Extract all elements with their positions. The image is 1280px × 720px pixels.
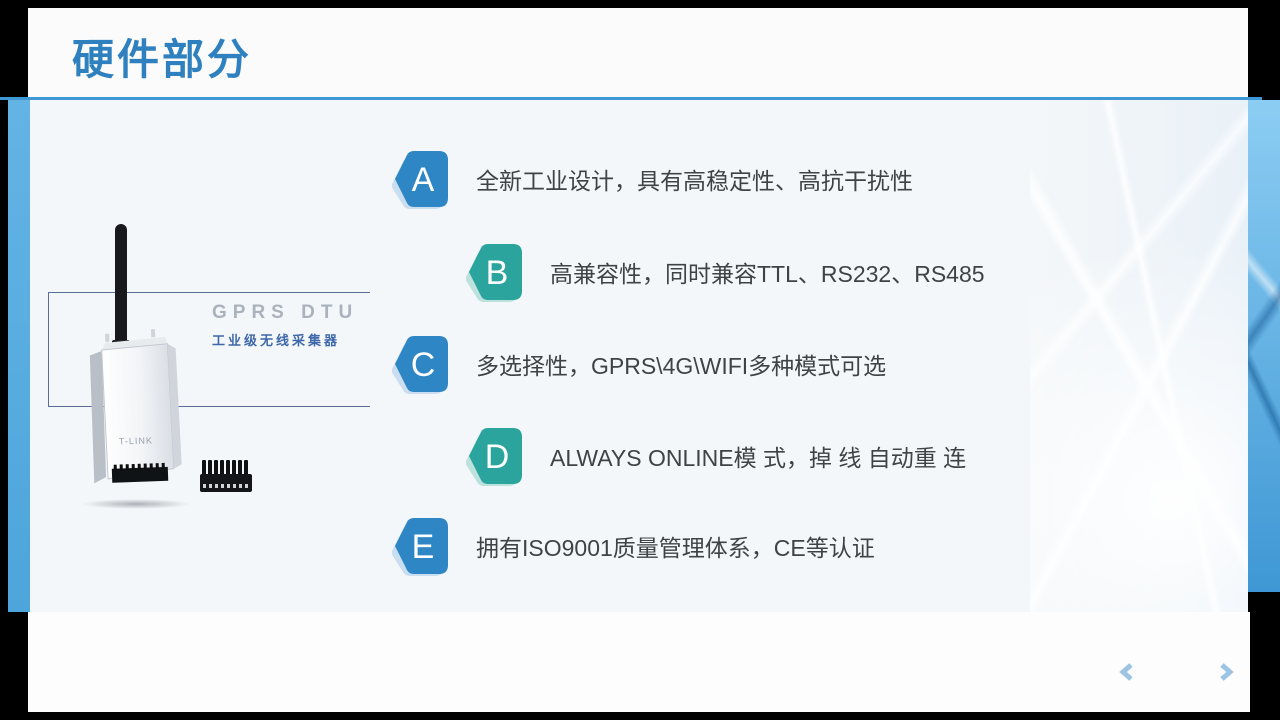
- feature-item-b: B 高兼容性，同时兼容TTL、RS232、RS485: [466, 241, 985, 303]
- feature-item-a: A 全新工业设计，具有高稳定性、高抗干扰性: [392, 148, 913, 210]
- device-brand-label: T-LINK: [119, 435, 153, 446]
- footer-band: [28, 612, 1250, 712]
- feature-item-e: E 拥有ISO9001质量管理体系，CE等认证: [392, 515, 875, 577]
- device-body: T-LINK: [89, 329, 182, 484]
- device-figure: GPRS DTU 工业级无线采集器: [48, 210, 388, 520]
- feature-item-c: C 多选择性，GPRS\4G\WIFI多种模式可选: [392, 333, 886, 395]
- device-shadow: [81, 499, 191, 509]
- terminal-block-icon: [200, 460, 252, 492]
- left-accent-strip: [8, 100, 30, 612]
- badge-c-icon: C: [392, 336, 448, 394]
- feature-text: 高兼容性，同时兼容TTL、RS232、RS485: [550, 261, 985, 287]
- badge-d-icon: D: [466, 428, 522, 486]
- badge-letter: C: [411, 346, 436, 384]
- device-callout-frame: [48, 292, 370, 407]
- prev-slide-arrow-icon[interactable]: [1117, 662, 1139, 682]
- badge-letter: E: [412, 528, 435, 566]
- badge-b-icon: B: [466, 244, 522, 302]
- header-divider: [0, 97, 1262, 100]
- device-name-label: GPRS DTU: [212, 302, 359, 323]
- globe-network-graphic: [1030, 100, 1248, 612]
- badge-a-icon: A: [392, 151, 448, 209]
- feature-item-d: D ALWAYS ONLINE模 式，掉 线 自动重 连: [466, 425, 966, 487]
- feature-text: ALWAYS ONLINE模 式，掉 线 自动重 连: [550, 445, 967, 471]
- device-labels: GPRS DTU 工业级无线采集器: [212, 302, 358, 349]
- feature-text: 拥有ISO9001质量管理体系，CE等认证: [476, 535, 875, 561]
- badge-letter: B: [486, 254, 509, 292]
- badge-letter: A: [412, 161, 435, 199]
- next-slide-arrow-icon[interactable]: [1214, 662, 1236, 682]
- gprs-dtu-device-image: T-LINK: [81, 224, 252, 509]
- feature-text: 多选择性，GPRS\4G\WIFI多种模式可选: [476, 353, 887, 379]
- badge-e-icon: E: [392, 518, 448, 576]
- right-accent-strip: [1248, 100, 1280, 592]
- device-subtitle-label: 工业级无线采集器: [212, 333, 341, 348]
- feature-text: 全新工业设计，具有高稳定性、高抗干扰性: [476, 168, 913, 194]
- page-title: 硬件部分: [72, 36, 253, 83]
- badge-letter: D: [485, 438, 510, 476]
- header-bar: 硬件部分: [28, 8, 1248, 97]
